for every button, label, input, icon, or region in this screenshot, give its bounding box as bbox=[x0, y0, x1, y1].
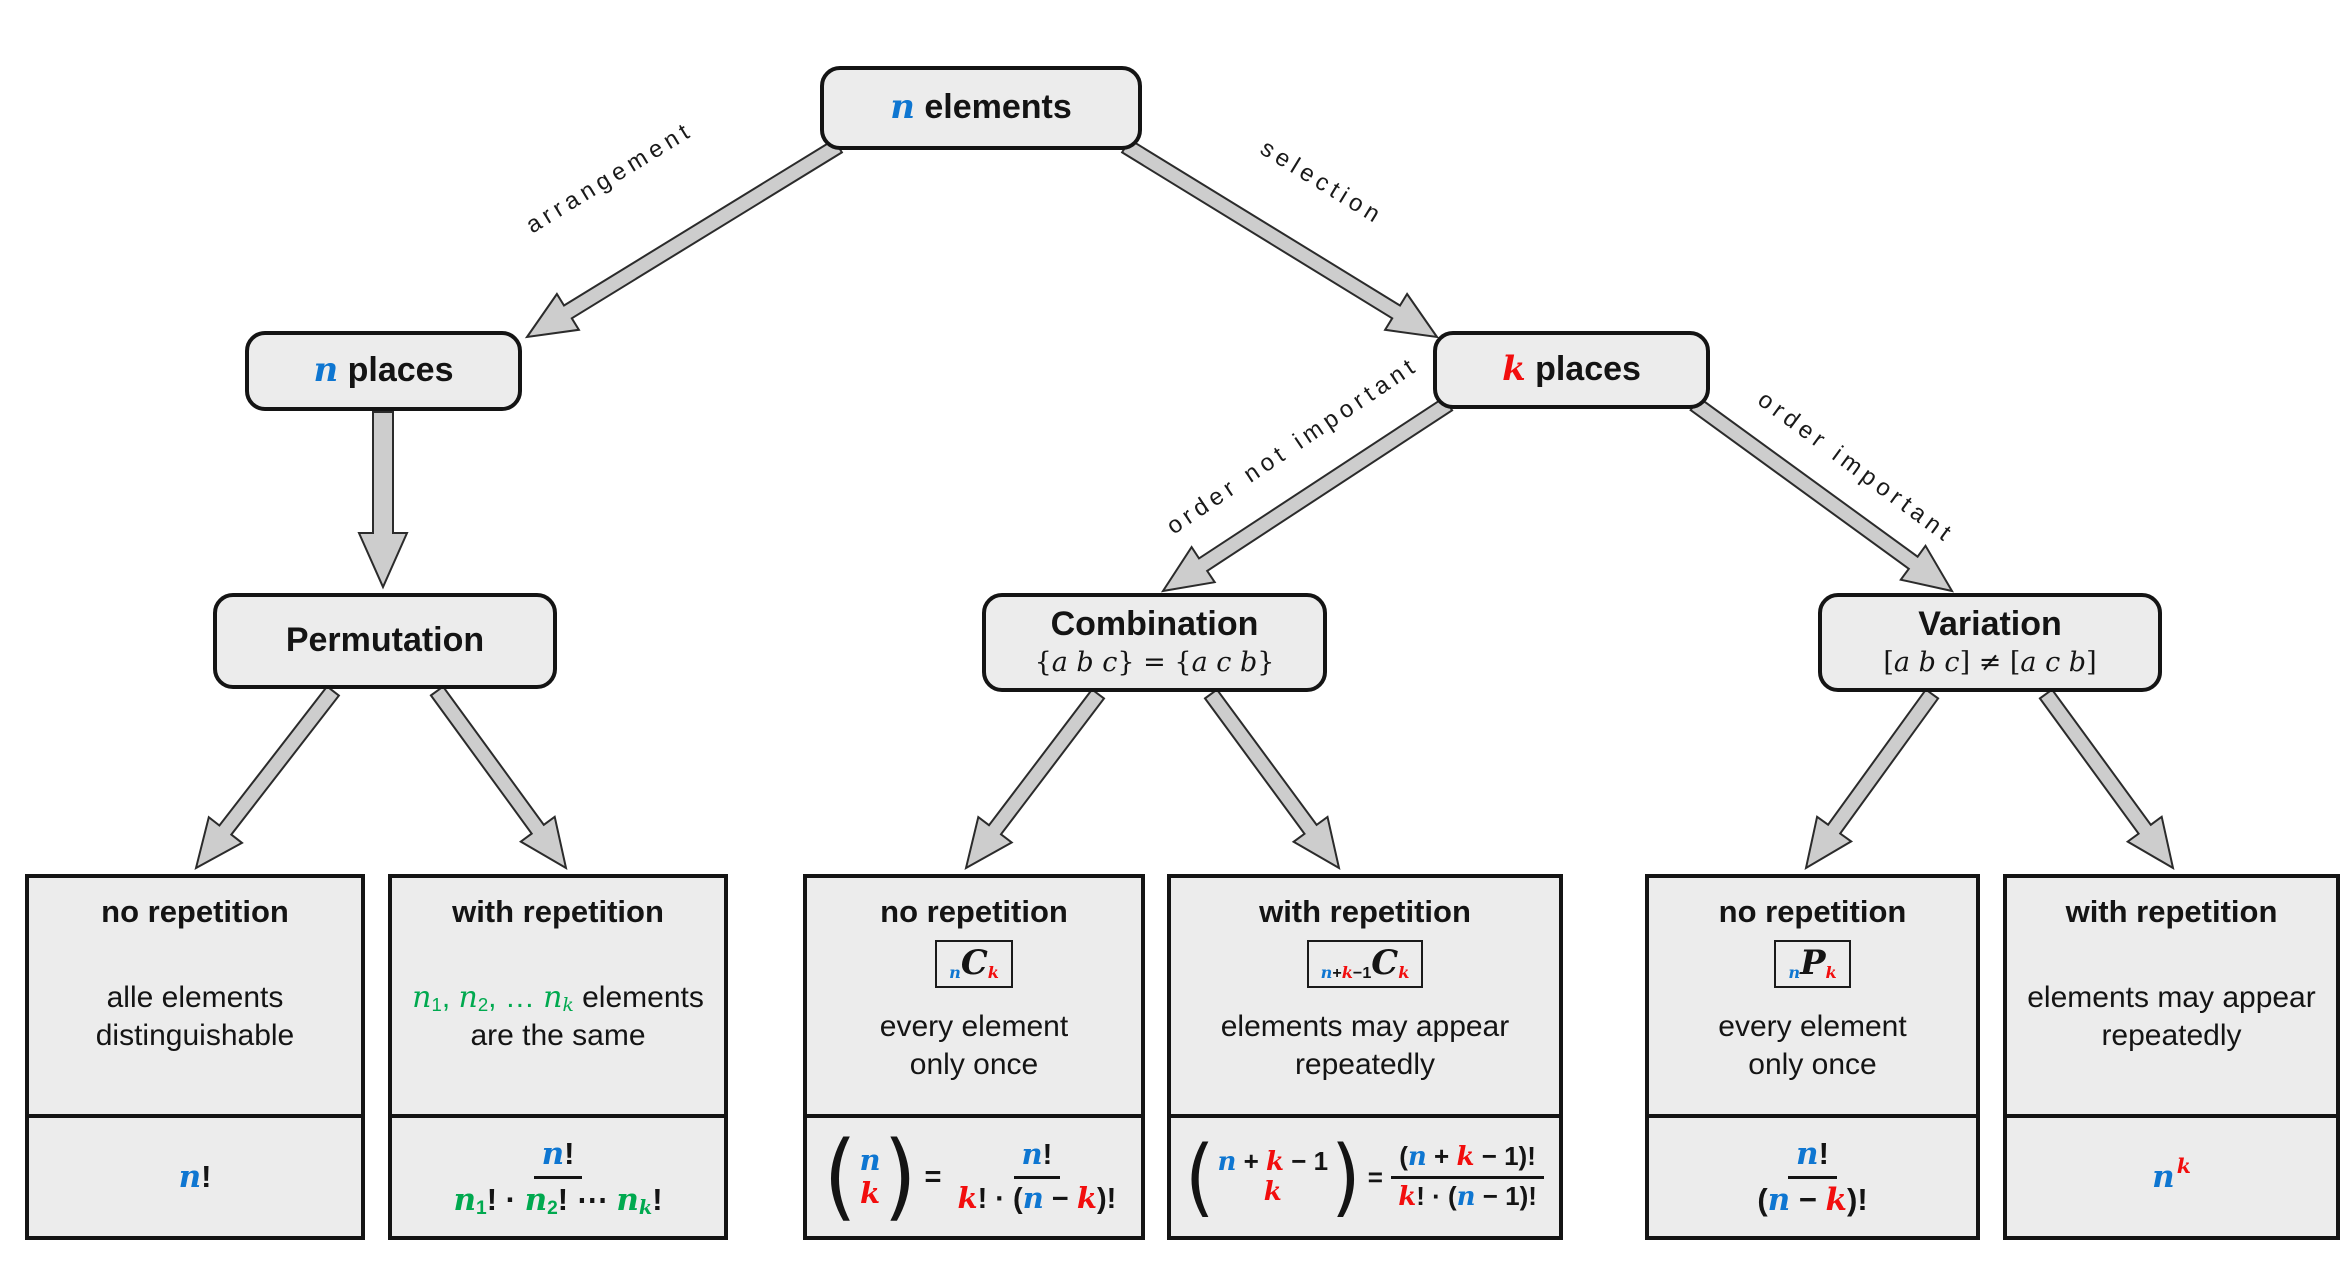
arrow-variation-to-leaf-4 bbox=[1804, 688, 1940, 871]
node-title: k places bbox=[1502, 349, 1641, 390]
leaf-formula: n!n1! · n2! ⋯ nk! bbox=[453, 1135, 663, 1219]
leaf-formula-section: n!n1! · n2! ⋯ nk! bbox=[392, 1118, 724, 1236]
node-title: Permutation bbox=[285, 621, 485, 660]
node-variation: Variation [a b c] ≠ [a c b] bbox=[1818, 593, 2162, 692]
node-permutation: Permutation bbox=[213, 593, 557, 689]
arrow-root-to-k-places bbox=[1120, 138, 1440, 339]
leaf-title: with repetition bbox=[452, 894, 664, 929]
node-n-places: n places bbox=[245, 331, 522, 411]
leaf-title: no repetition bbox=[1718, 894, 1907, 929]
node-title: Variation bbox=[1918, 605, 2062, 644]
combination-symbol-badge: nCk bbox=[935, 940, 1013, 989]
leaf-formula-section: n!(n − k)! bbox=[1649, 1118, 1976, 1236]
node-subtitle: {a b c} = {a c b} bbox=[1034, 646, 1275, 678]
node-title: n elements bbox=[890, 87, 1072, 128]
leaf-formula: n!(n − k)! bbox=[1757, 1135, 1868, 1218]
node-title: Combination bbox=[1050, 605, 1259, 644]
node-k-places: k places bbox=[1433, 331, 1710, 409]
leaf-title: no repetition bbox=[101, 894, 289, 929]
leaf-formula: n! bbox=[178, 1159, 212, 1195]
arrow-permutation-to-leaf-0 bbox=[194, 684, 341, 870]
arrow-combination-to-leaf-2 bbox=[964, 688, 1106, 870]
leaf-description-section: with repetition n+k−1Ck elements may app… bbox=[1171, 878, 1559, 1118]
combination-with-repetition-symbol-badge: n+k−1Ck bbox=[1306, 940, 1424, 989]
arrow-combination-to-leaf-3 bbox=[1203, 688, 1341, 871]
arrow-root-to-n-places bbox=[524, 138, 844, 339]
arrow-variation-to-leaf-5 bbox=[2038, 688, 2175, 871]
arrow-k-places-to-variation bbox=[1689, 396, 1955, 593]
arrow-k-places-to-combination bbox=[1160, 396, 1454, 593]
node-title: n places bbox=[313, 350, 454, 391]
leaf-title: no repetition bbox=[880, 894, 1068, 929]
leaf-combination-with-repetition: with repetition n+k−1Ck elements may app… bbox=[1167, 874, 1563, 1240]
variation-symbol-badge: nPk bbox=[1774, 940, 1851, 989]
arrow-permutation-to-leaf-1 bbox=[429, 685, 568, 871]
node-n-elements: n elements bbox=[820, 66, 1142, 150]
leaf-formula-section: n! bbox=[29, 1118, 361, 1236]
leaf-title: with repetition bbox=[2065, 894, 2278, 929]
node-subtitle: [a b c] ≠ [a c b] bbox=[1883, 646, 2097, 678]
leaf-title: with repetition bbox=[1259, 894, 1471, 929]
node-combination: Combination {a b c} = {a c b} bbox=[982, 593, 1327, 692]
arrow-n-places-to-permutation bbox=[357, 411, 409, 590]
